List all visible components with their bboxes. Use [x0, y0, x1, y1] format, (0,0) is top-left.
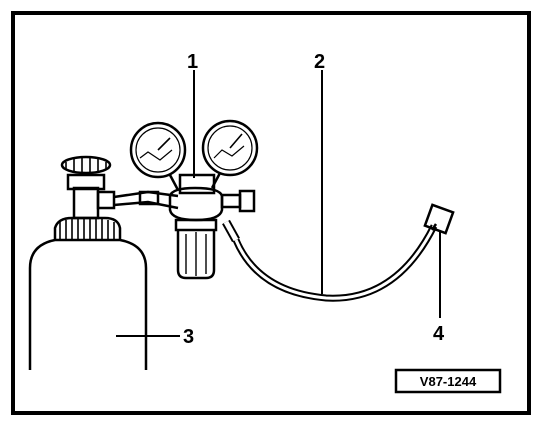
- reference-code-box: [394, 368, 502, 394]
- callout-1: 1: [187, 51, 198, 73]
- gas-cylinder: [28, 155, 148, 370]
- callout-3: 3: [183, 326, 194, 348]
- pressure-regulator: [113, 119, 259, 280]
- reference-code: V87-1244: [420, 374, 477, 389]
- callout-4: 4: [433, 323, 445, 345]
- hose-connector: [423, 203, 455, 235]
- left-gauge: [129, 121, 187, 179]
- leader-lines: [116, 70, 441, 337]
- right-gauge: [201, 119, 259, 177]
- hose: [222, 219, 438, 302]
- callout-2: 2: [314, 51, 325, 73]
